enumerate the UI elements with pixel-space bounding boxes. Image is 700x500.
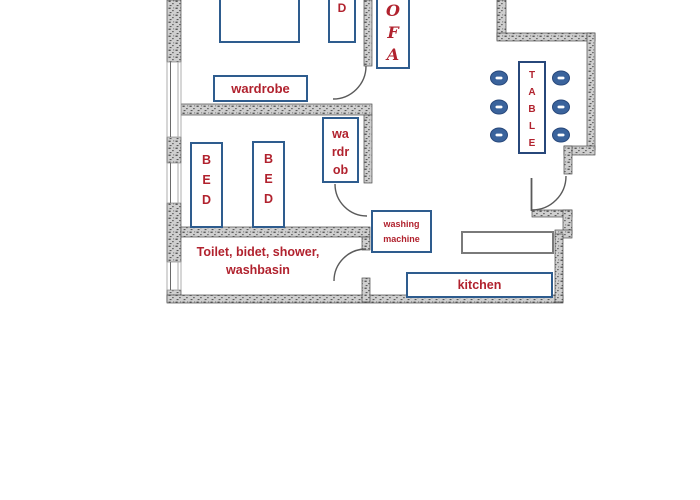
kitchen-label-text: kitchen (457, 278, 502, 292)
chair (490, 99, 508, 115)
bathroom-label-line1: Toilet, bidet, shower, (196, 245, 320, 259)
table-letter: A (528, 87, 536, 98)
wardrobe-label-text: wardrobe (231, 81, 290, 96)
wall (363, 114, 373, 184)
kitchen-label: kitchen (406, 272, 553, 298)
door-arc-bathroom (333, 248, 367, 282)
wall (563, 145, 573, 175)
wardrobe-2-line: ob (332, 163, 349, 177)
door-arc-bedroom2 (334, 183, 368, 217)
chair (552, 127, 570, 143)
window (166, 162, 182, 204)
doors (332, 65, 567, 282)
table-letter: E (528, 138, 536, 149)
table-letter: B (528, 104, 536, 115)
chair (552, 70, 570, 86)
bed-letter: E (202, 173, 211, 187)
bed-letter: D (201, 193, 212, 207)
wardrobe-2-line: rdr (331, 145, 350, 159)
bed-letter: E (264, 172, 273, 186)
door-arc-living (531, 175, 567, 211)
wall (361, 277, 371, 303)
bed-letter: B (263, 152, 274, 166)
sofa-letter: A (386, 45, 400, 64)
wall (496, 32, 596, 42)
wall (361, 236, 371, 251)
bathroom-label-line2: washbasin (226, 263, 290, 277)
kitchen-counter (461, 231, 554, 254)
wardrobe-label: wardrobe (213, 75, 308, 102)
bed-single-d-label: D (337, 1, 347, 15)
sofa: O F A (376, 0, 410, 69)
wall (166, 136, 182, 164)
bed-double (219, 0, 300, 43)
windows (166, 61, 182, 291)
wall (363, 0, 373, 67)
washing-machine-line: washing (383, 219, 420, 229)
sofa-letter: O (386, 1, 400, 20)
chair (552, 99, 570, 115)
bed-1: B E D (190, 142, 223, 228)
wardrobe-2: wa rdr ob (322, 117, 359, 183)
wardrobe-2-line: wa (332, 127, 349, 141)
washing-machine-line: machine (383, 234, 420, 244)
window (166, 61, 182, 138)
washing-machine: washing machine (371, 210, 432, 253)
bed-letter: D (263, 192, 274, 206)
bed-2: B E D (252, 141, 285, 228)
chair (490, 70, 508, 86)
bathroom-label: Toilet, bidet, shower, washbasin (178, 243, 338, 279)
wall (554, 233, 564, 303)
wall (586, 32, 596, 151)
chairs (490, 70, 570, 143)
bed-letter: B (201, 153, 212, 167)
bed-single-d: D (328, 0, 356, 43)
wall (166, 0, 182, 63)
door-arc-bedroom1 (332, 65, 367, 100)
table-letter: T (528, 70, 536, 81)
dining-table: T A B L E (518, 61, 546, 154)
wall (180, 103, 373, 116)
wall (180, 226, 371, 238)
walls (166, 0, 596, 304)
window (166, 261, 182, 291)
chair (490, 127, 508, 143)
sofa-letter: F (387, 23, 399, 42)
table-letter: L (528, 121, 536, 132)
